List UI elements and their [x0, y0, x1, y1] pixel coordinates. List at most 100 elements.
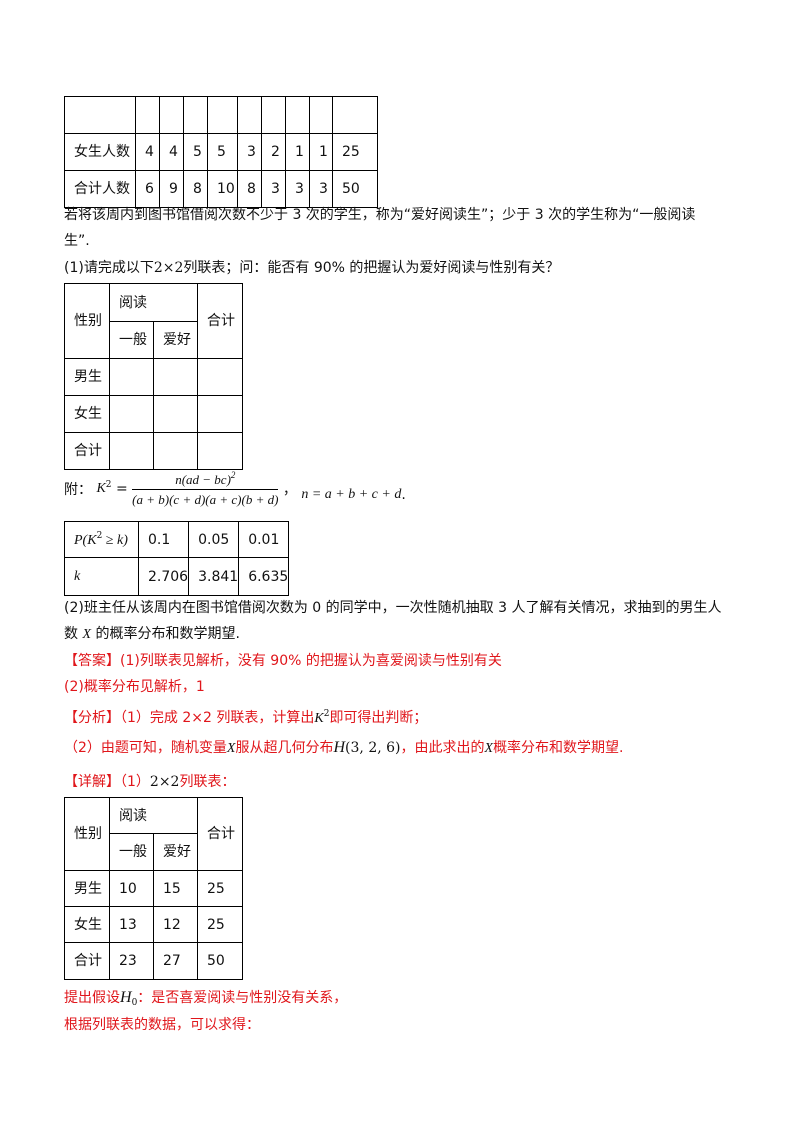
table-cell — [109, 358, 154, 396]
table-cell — [332, 96, 378, 134]
table-cell: 5 — [183, 133, 208, 171]
table-cell — [183, 96, 208, 134]
formula-exponent: 2 — [105, 480, 112, 490]
table-cell: 3 — [285, 170, 310, 208]
table-cell: 13 — [109, 906, 154, 943]
table-cell — [109, 432, 154, 470]
table-cell: 6.635 — [238, 557, 290, 596]
row-label: 女生 — [64, 906, 110, 943]
table-row: 一般 爱好 — [65, 321, 243, 359]
analysis-text-a: 【分析】（1）完成 2×2 列联表，计算出 — [64, 710, 315, 726]
love-header: 爱好 — [153, 321, 198, 359]
formula-end: . — [401, 487, 406, 503]
hypothesis-line: 提出假设H0：是否喜爱阅读与性别没有关系， — [64, 988, 347, 1013]
hypothesis-subscript: 0 — [131, 998, 138, 1008]
table-cell — [237, 96, 262, 134]
k-label: k — [64, 557, 139, 596]
row-label: 女生人数 — [64, 133, 136, 171]
analysis-k-exponent: 2 — [323, 709, 330, 719]
table-cell: 25 — [197, 870, 243, 907]
gender-header: 性别 — [64, 797, 110, 871]
table-cell: 5 — [207, 133, 238, 171]
table-cell — [153, 395, 198, 433]
table-row: 男生 — [64, 358, 243, 396]
table-cell — [207, 96, 238, 134]
formula-prefix: 附： — [64, 482, 92, 498]
question-1-suffix: 列联表；问：能否有 90% 的把握认为爱好阅读与性别有关？ — [183, 260, 560, 276]
formula-equals: = — [115, 481, 128, 497]
prob-label-end: ≥ k) — [102, 532, 128, 548]
hypothesis-h: H — [120, 989, 132, 1006]
table-cell: 1 — [285, 133, 310, 171]
detail-heading: 【详解】（1）2×2列联表： — [64, 772, 235, 792]
analysis-line-1: 【分析】（1）完成 2×2 列联表，计算出K2即可得出判断； — [64, 704, 427, 729]
question-1-prefix: (1)请完成以下 — [64, 260, 154, 276]
analysis2-x2: X — [484, 741, 494, 756]
q2-text-b: 的概率分布和数学期望. — [95, 626, 240, 642]
numerator-text: n(ad − bc) — [175, 472, 231, 487]
table-cell: 2.706 — [137, 557, 190, 596]
prob-label-exponent: 2 — [96, 530, 103, 541]
formula-lhs: K — [96, 481, 106, 496]
n-definition: n = a + b + c + d — [301, 487, 402, 502]
table-cell: 3.841 — [188, 557, 240, 596]
table-row: k 2.706 3.841 6.635 — [64, 557, 290, 596]
table-cell: 50 — [332, 170, 378, 208]
table-cell — [109, 395, 154, 433]
probability-label: P(K2 ≥ k) — [64, 521, 139, 558]
table-cell: 10 — [207, 170, 238, 208]
table-row: 女生 13 12 25 — [64, 906, 243, 943]
table-cell: 8 — [183, 170, 208, 208]
numerator-exponent: 2 — [230, 470, 236, 480]
table-row: 合计 — [64, 432, 243, 470]
table-row: 女生人数 4 4 5 5 3 2 1 1 25 — [64, 133, 378, 171]
intro-line-1: 若将该周内到图书馆借阅次数不少于 3 次的学生，称为“爱好阅读生”；少于 3 次… — [64, 207, 696, 223]
table-row: 男生 10 15 25 — [64, 870, 243, 907]
love-header: 爱好 — [153, 833, 198, 871]
table-cell: 0.05 — [188, 521, 240, 558]
table-cell: 27 — [153, 942, 198, 980]
table-cell: 23 — [109, 942, 154, 980]
critical-value-table: P(K2 ≥ k) 0.1 0.05 0.01 k 2.706 3.841 6.… — [64, 521, 290, 596]
analysis2-text-c: ，由此求出的 — [400, 740, 485, 756]
formula-numerator: n(ad − bc)2 — [132, 470, 279, 490]
detail-suffix: 列联表： — [179, 774, 236, 790]
total-header: 合计 — [197, 797, 243, 871]
table-cell: 25 — [197, 906, 243, 943]
table-cell: 8 — [237, 170, 262, 208]
question-2-line-2: 数 X 的概率分布和数学期望. — [64, 624, 240, 645]
detail-label: 【详解】（1） — [64, 774, 150, 790]
answer-line-2: (2)概率分布见解析，1 — [64, 679, 205, 695]
formula-fraction: n(ad − bc)2 (a + b)(c + d)(a + c)(b + d) — [132, 470, 279, 508]
table-cell — [197, 358, 243, 396]
table-cell: 12 — [153, 906, 198, 943]
table-cell — [135, 96, 160, 134]
table-cell: 2 — [261, 133, 286, 171]
formula-separator: ， — [282, 482, 297, 498]
table-cell: 0.1 — [137, 521, 190, 558]
table-cell: 25 — [332, 133, 378, 171]
table-cell: 1 — [309, 133, 333, 171]
reading-header: 阅读 — [109, 797, 198, 834]
chi-square-formula: 附： K2 = n(ad − bc)2 (a + b)(c + d)(a + c… — [64, 470, 406, 508]
row-label: 合计人数 — [64, 170, 136, 208]
table-row: 合计 23 27 50 — [64, 942, 243, 980]
table-cell — [197, 395, 243, 433]
analysis2-args: (3, 2, 6) — [345, 740, 401, 756]
table-cell: 3 — [309, 170, 333, 208]
row-label — [64, 96, 136, 134]
table-row: 女生 — [64, 395, 243, 433]
row-label: 男生 — [64, 870, 110, 907]
table-cell: 9 — [159, 170, 184, 208]
last-line: 根据列联表的数据，可以求得： — [64, 1017, 260, 1033]
intro-line-2: 生”. — [64, 233, 90, 249]
table-cell: 4 — [135, 133, 160, 171]
table-row: 性别 阅读 合计 — [64, 797, 243, 871]
table-cell: 50 — [197, 942, 243, 980]
question-2-line-1: (2)班主任从该周内在图书馆借阅次数为 0 的同学中，一次性随机抽取 3 人了解… — [64, 600, 722, 616]
table-row: 性别 阅读 合计 — [64, 283, 243, 359]
analysis2-text-d: 概率分布和数学期望. — [493, 740, 624, 756]
table-row: P(K2 ≥ k) 0.1 0.05 0.01 — [64, 521, 290, 558]
analysis2-h: H — [333, 739, 346, 756]
analysis2-x: X — [226, 741, 236, 756]
